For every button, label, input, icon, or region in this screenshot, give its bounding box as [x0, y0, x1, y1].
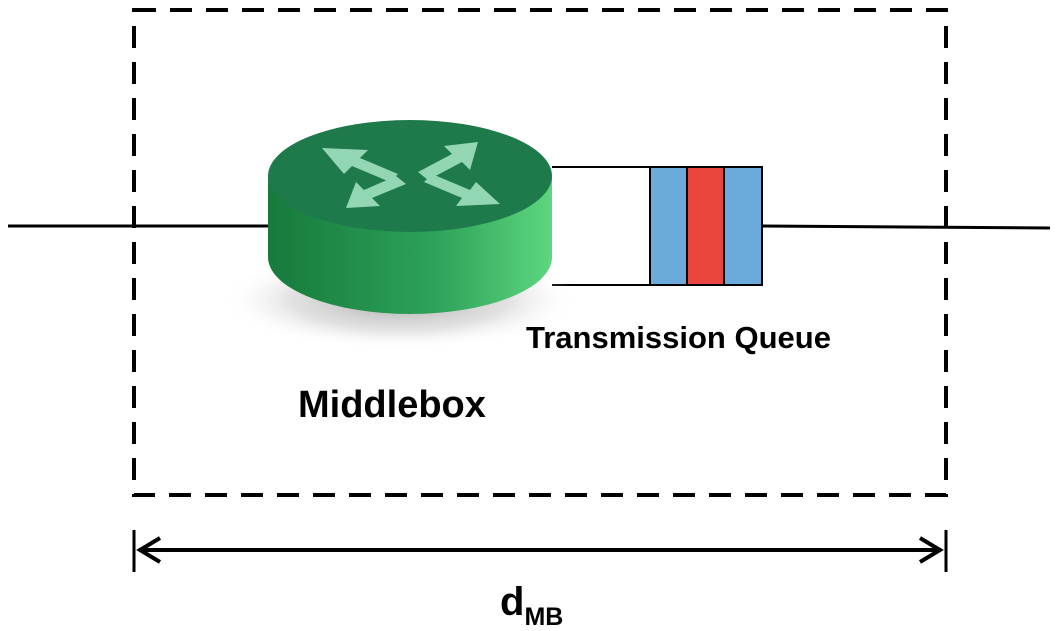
distance-label: dMB: [500, 580, 563, 630]
transmission-queue-label: Transmission Queue: [526, 320, 831, 355]
middlebox-boundary: [132, 8, 948, 497]
four-way-arrows-icon: [322, 142, 500, 208]
router-icon: [220, 120, 580, 350]
output-link: [761, 224, 1051, 230]
transmission-queue: [649, 166, 763, 286]
queue-packet: [649, 166, 688, 286]
distance-main-text: d: [500, 580, 525, 624]
middlebox-label: Middlebox: [298, 384, 486, 426]
distance-marker: [132, 530, 948, 572]
queue-packet: [723, 166, 763, 286]
distance-subscript: MB: [524, 603, 564, 631]
queue-packet: [686, 166, 725, 286]
queue-connector: [552, 166, 650, 286]
